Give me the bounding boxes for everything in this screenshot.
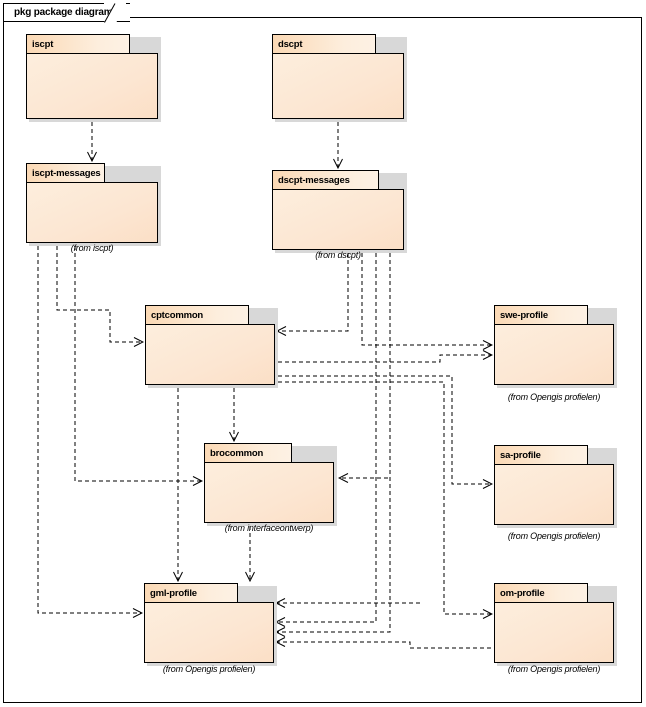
package-label: swe-profile [500, 309, 548, 321]
package-tab: om-profile [494, 583, 588, 603]
package-from-label: (from Opengis profielen) [507, 531, 601, 541]
frame-tab-corner-icon [104, 3, 126, 23]
package-from-label: (from iscpt) [70, 243, 114, 253]
package-iscpt-messages[interactable]: iscpt-messages [26, 163, 161, 246]
package-body [494, 324, 614, 385]
package-from-label: (from Opengis profielen) [507, 664, 601, 674]
package-label: om-profile [500, 587, 545, 599]
package-label: iscpt [32, 38, 54, 50]
package-tab: dscpt-messages [272, 170, 379, 190]
diagram-frame-tab: pkg package diagram [3, 3, 131, 22]
package-label: dscpt-messages [278, 174, 350, 186]
package-from-label: (from Opengis profielen) [162, 664, 256, 674]
package-label: iscpt-messages [32, 167, 101, 179]
package-body [272, 189, 404, 250]
diagram-frame [3, 17, 642, 703]
package-tab: gml-profile [144, 583, 238, 603]
package-dscpt[interactable]: dscpt [272, 34, 407, 122]
package-tab: sa-profile [494, 445, 588, 465]
package-tab: cptcommon [145, 305, 249, 325]
package-label: gml-profile [150, 587, 197, 599]
package-sa-profile[interactable]: sa-profile [494, 445, 617, 528]
package-body [494, 464, 614, 525]
package-iscpt[interactable]: iscpt [26, 34, 161, 122]
package-tab: iscpt [26, 34, 130, 54]
package-body [272, 53, 404, 119]
package-swe-profile[interactable]: swe-profile [494, 305, 617, 388]
package-om-profile[interactable]: om-profile [494, 583, 617, 666]
package-from-label: (from Opengis profielen) [507, 392, 601, 402]
package-body [144, 602, 274, 663]
package-tab: swe-profile [494, 305, 588, 325]
package-cptcommon[interactable]: cptcommon [145, 305, 278, 388]
package-from-label: (from dscpt) [315, 250, 361, 260]
package-body [494, 602, 614, 663]
package-label: sa-profile [500, 449, 541, 461]
package-from-label: (from interfaceontwerp) [224, 523, 314, 533]
package-label: cptcommon [151, 309, 204, 321]
package-tab: brocommon [204, 443, 292, 463]
package-dscpt-messages[interactable]: dscpt-messages [272, 170, 407, 253]
package-label: dscpt [278, 38, 303, 50]
package-body [204, 462, 334, 523]
package-body [26, 182, 158, 243]
package-body [145, 324, 275, 385]
package-gml-profile[interactable]: gml-profile [144, 583, 277, 666]
package-brocommon[interactable]: brocommon [204, 443, 337, 526]
package-label: brocommon [210, 447, 264, 459]
package-tab: dscpt [272, 34, 376, 54]
package-body [26, 53, 158, 119]
package-tab: iscpt-messages [26, 163, 105, 183]
diagram-title: pkg package diagram [14, 7, 113, 18]
